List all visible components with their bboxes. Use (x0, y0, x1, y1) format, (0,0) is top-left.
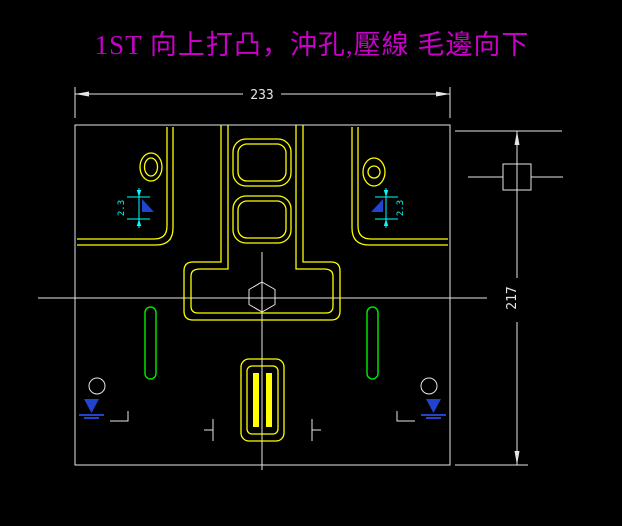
right-pilot-hole-inner (367, 165, 381, 179)
emboss-square-top-inner (237, 143, 287, 182)
bottom-right-weld-mark (426, 399, 441, 413)
right-pilot-hole-outer (362, 157, 386, 187)
dim-arrow (383, 219, 389, 226)
width-dimension-value: 233 (250, 88, 273, 103)
dim-arrow (136, 190, 142, 197)
bottom-right-circle (420, 377, 438, 395)
left-corner-contour-outer (77, 127, 174, 246)
right-detail-solid-mark (371, 199, 383, 212)
left-pilot-hole-inner (143, 157, 159, 177)
right-corner-contour-inner (357, 127, 448, 240)
right-detail-dimension: 2.3 (371, 188, 406, 228)
bottom-left-circle (88, 377, 106, 395)
dim-arrow (136, 219, 142, 226)
bottom-right-features (396, 377, 446, 422)
dim-arrow (514, 131, 520, 145)
right-corner-contour-outer (351, 127, 448, 246)
dim-arrow (383, 190, 389, 197)
bottom-punch-contour-outer (240, 358, 285, 442)
bottom-punch-contour-inner (246, 365, 279, 435)
emboss-square-bottom-inner (237, 200, 287, 239)
punch-contours (77, 125, 448, 442)
dim-arrow (75, 91, 89, 97)
bottom-punch-bar-right (266, 373, 272, 427)
bottom-center-ticks (204, 419, 321, 441)
center-punch-contour-outer (183, 125, 341, 321)
emboss-square-bottom-outer (232, 195, 292, 244)
bottom-left-bracket-mark (110, 411, 129, 422)
width-dimension: 233 (74, 87, 451, 118)
bottom-left-weld-mark (84, 399, 99, 413)
left-slot (144, 306, 157, 380)
left-detail-value: 2.3 (117, 200, 127, 216)
height-dimension: 217 (455, 130, 562, 466)
left-corner-contour-inner (77, 127, 168, 240)
dim-arrow (436, 91, 450, 97)
bottom-left-features (79, 377, 129, 422)
emboss-square-top-outer (232, 138, 292, 187)
right-detail-value: 2.3 (396, 200, 406, 216)
left-detail-solid-mark (142, 199, 154, 212)
right-slot (366, 306, 379, 380)
bottom-right-bracket-mark (396, 411, 415, 422)
drawing-title: 1ST 向上打凸，沖孔,壓線 毛邊向下 (95, 30, 530, 60)
left-detail-dimension: 2.3 (117, 188, 154, 228)
height-dimension-value: 217 (505, 286, 520, 309)
datum-symbol (468, 163, 563, 191)
dim-arrow (514, 451, 520, 465)
center-punch-contour-inner (190, 125, 334, 314)
left-pilot-hole-outer (139, 152, 163, 182)
center-hexagon (248, 281, 276, 313)
bottom-punch-bar-left (253, 373, 259, 427)
